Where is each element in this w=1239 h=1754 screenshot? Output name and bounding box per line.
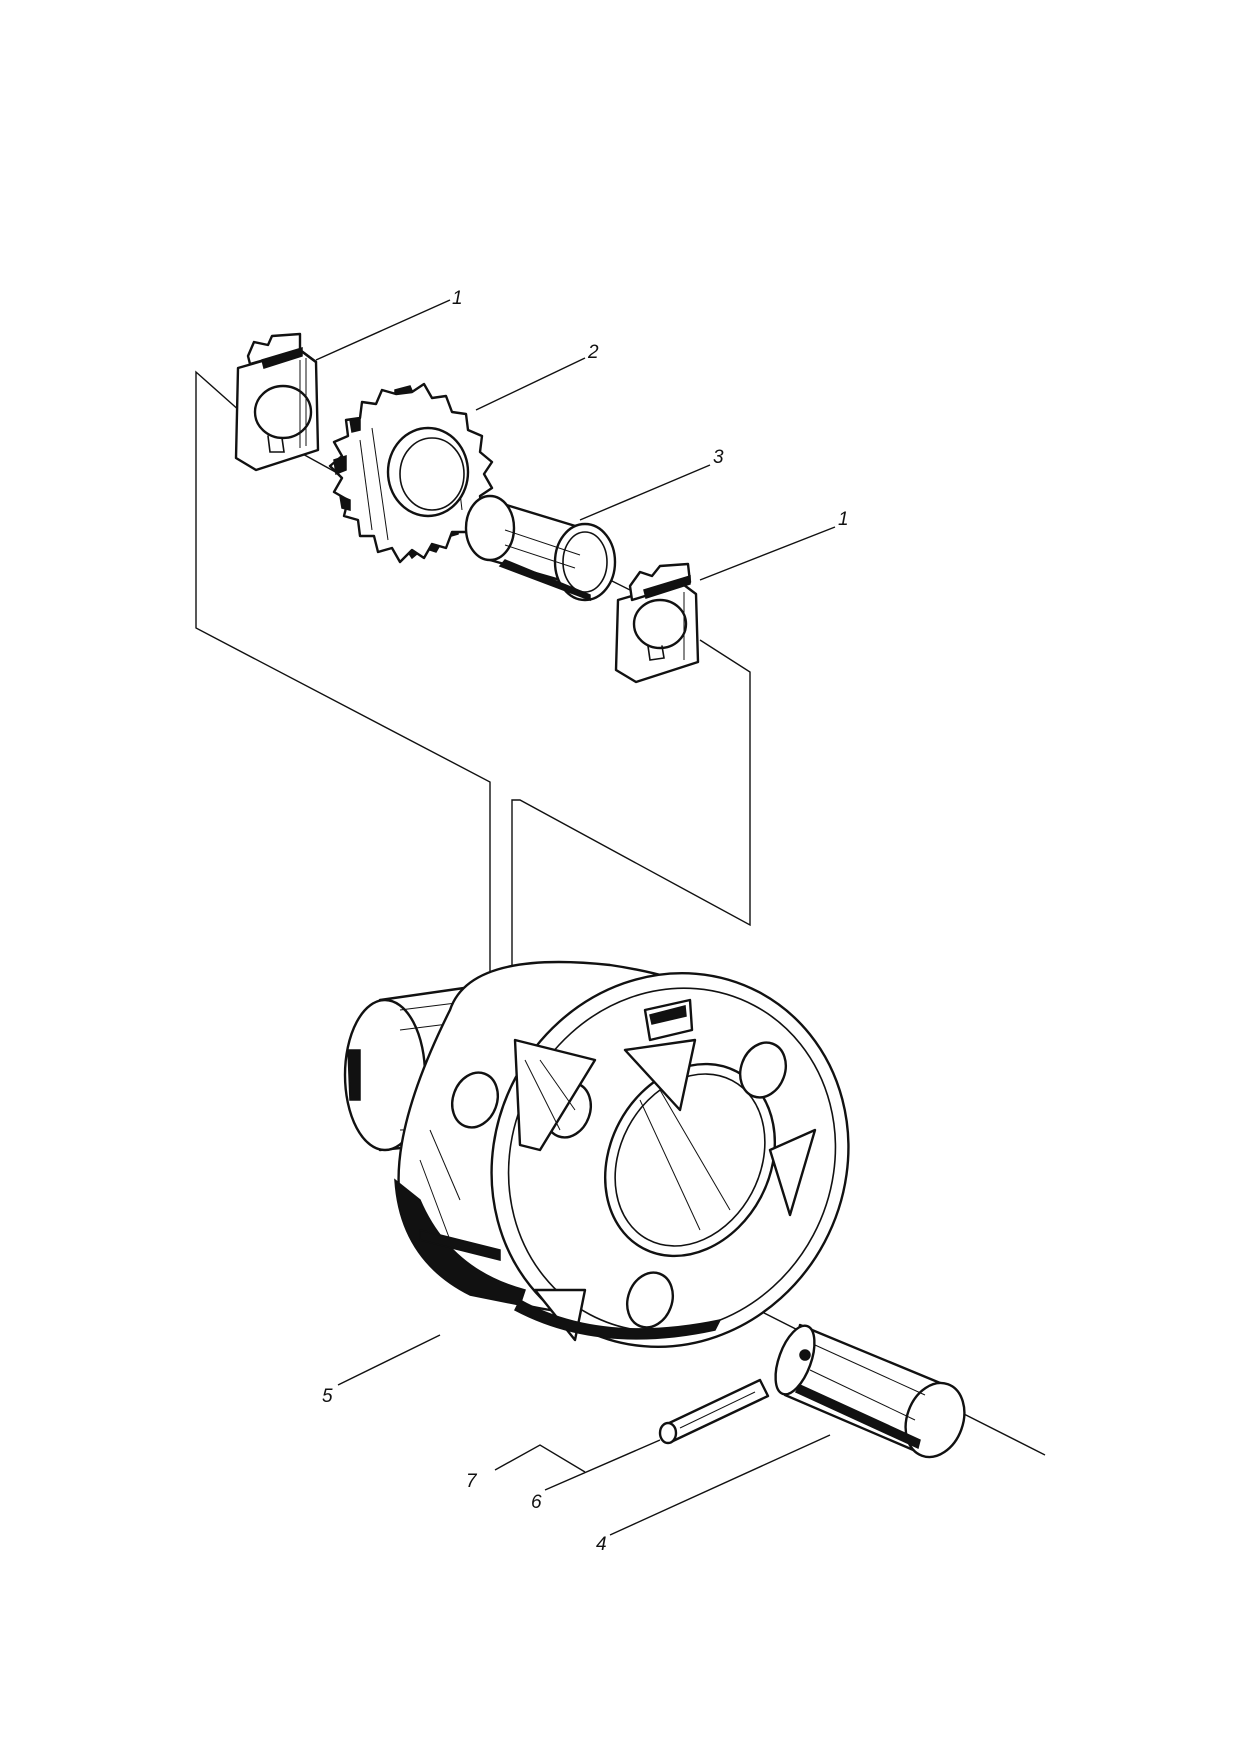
callout-1-upper: 1 xyxy=(452,288,463,309)
roll-pin xyxy=(658,1378,770,1445)
retaining-clip-upper xyxy=(234,332,320,472)
sleeve xyxy=(464,494,617,602)
callout-4: 4 xyxy=(596,1534,607,1555)
callout-7: 7 xyxy=(466,1471,478,1492)
callout-labels: 1 2 3 1 5 7 6 4 xyxy=(322,288,849,1555)
leader-lines xyxy=(315,299,836,1536)
callout-2: 2 xyxy=(587,342,599,363)
spur-gear xyxy=(328,382,494,564)
carrier-housing xyxy=(343,960,850,1348)
callout-6: 6 xyxy=(531,1492,542,1513)
callout-3: 3 xyxy=(713,447,724,468)
callout-1-lower: 1 xyxy=(838,509,849,530)
retaining-clip-lower xyxy=(614,562,700,684)
shaft xyxy=(774,1323,966,1459)
callout-5: 5 xyxy=(322,1386,333,1407)
